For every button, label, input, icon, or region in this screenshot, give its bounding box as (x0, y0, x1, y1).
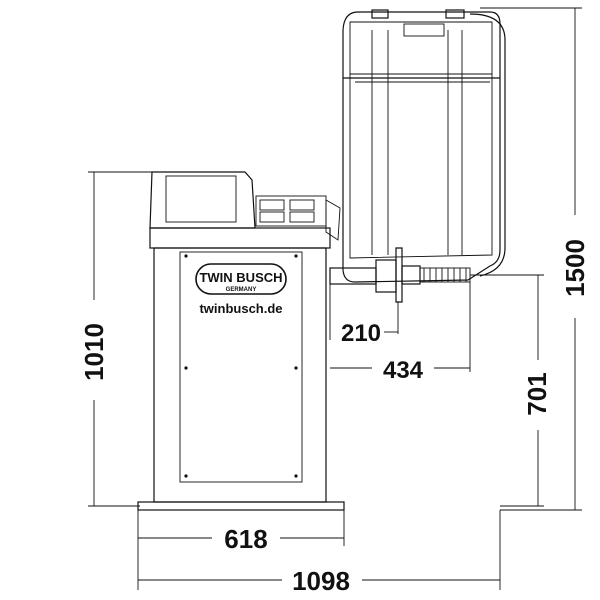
weight-tray (149, 171, 341, 241)
front-panel (179, 251, 303, 483)
website-label: twinbusch.de (199, 301, 282, 316)
dim-label-434: 434 (383, 357, 424, 384)
display-panel (165, 175, 237, 223)
brand-name: TWIN BUSCH (199, 270, 282, 285)
guard-hinge (445, 9, 465, 19)
dim-label-1098: 1098 (292, 566, 350, 596)
base-plate (137, 501, 345, 511)
dim-label-1010: 1010 (79, 323, 109, 381)
dimension-offset-434: 434 (330, 282, 471, 384)
dimension-offset-210: 210 (329, 284, 399, 347)
dimension-base-width: 618 (137, 510, 345, 590)
dim-label-210: 210 (341, 320, 381, 347)
dim-label-1500: 1500 (560, 239, 590, 297)
dim-label-618: 618 (224, 524, 267, 554)
dimension-total-height: 1500 (480, 7, 590, 511)
dimension-base-height: 1010 (79, 171, 152, 507)
wheel-guard (342, 9, 506, 283)
brand-tagline: GERMANY (226, 287, 257, 293)
dimension-total-width: 1098 (138, 510, 501, 596)
dimension-shaft-height: 701 (470, 274, 552, 507)
dim-label-701: 701 (522, 372, 552, 415)
guard-hinge (371, 9, 389, 19)
brand-logo: TWIN BUSCH GERMANY (195, 263, 287, 295)
